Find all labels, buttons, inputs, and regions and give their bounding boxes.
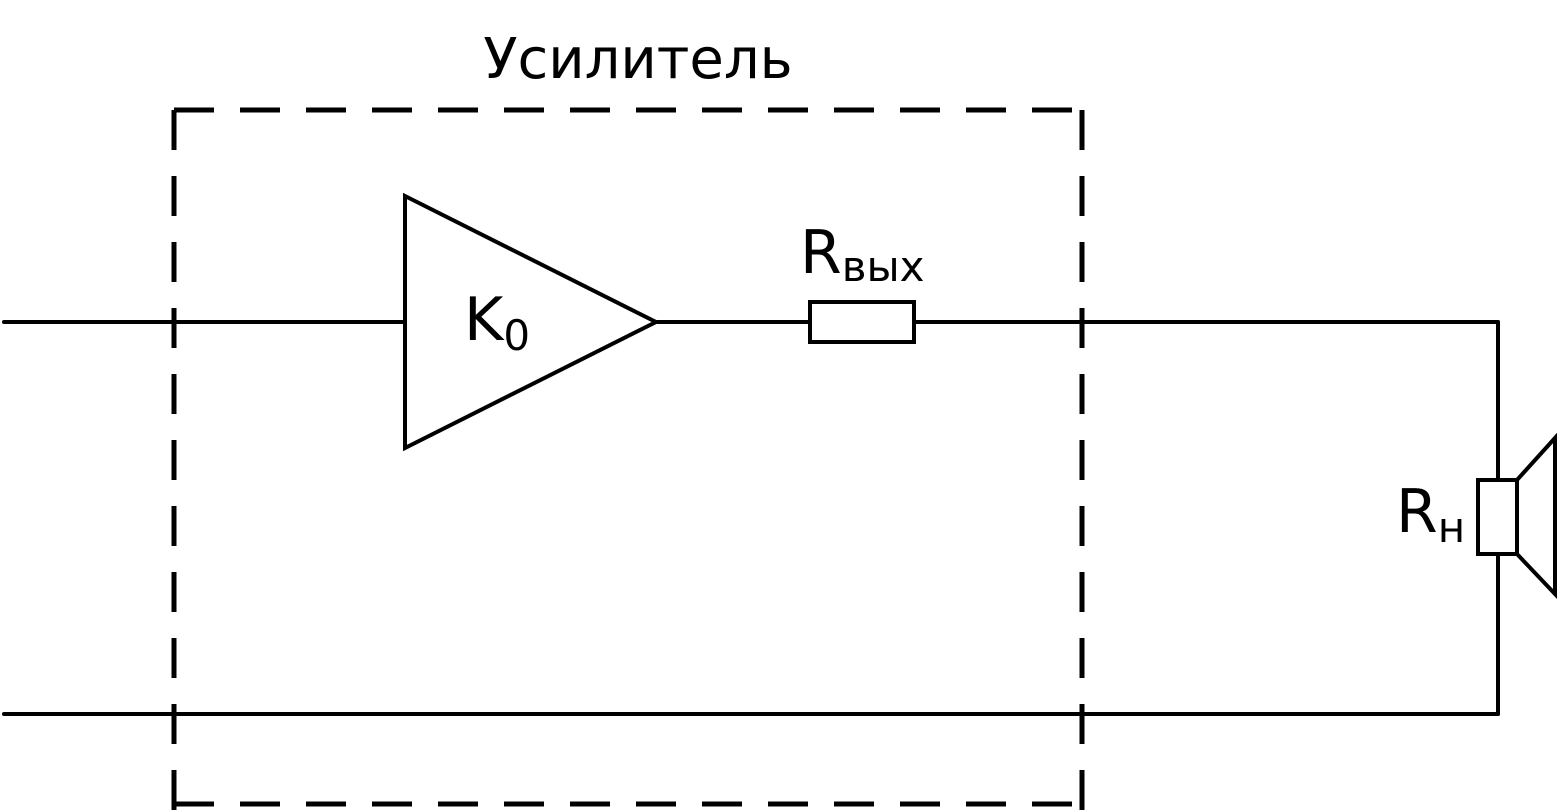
- output-resistor: [808, 300, 916, 344]
- load-resistor: [1476, 478, 1519, 556]
- output-resistor-label: Rвых: [800, 218, 924, 291]
- speaker-icon: [1476, 432, 1557, 600]
- amplifier-gain-label: K0: [464, 285, 530, 360]
- amplifier-boundary: [171, 107, 1085, 810]
- amplifier-triangle: [403, 192, 661, 452]
- speaker-cone: [1515, 432, 1557, 600]
- load-resistor-label: Rн: [1396, 477, 1465, 552]
- ground-wire-bottom: [2, 552, 1500, 716]
- signal-wire-top: [2, 320, 1500, 482]
- amplifier-title: Усилитель: [483, 27, 792, 92]
